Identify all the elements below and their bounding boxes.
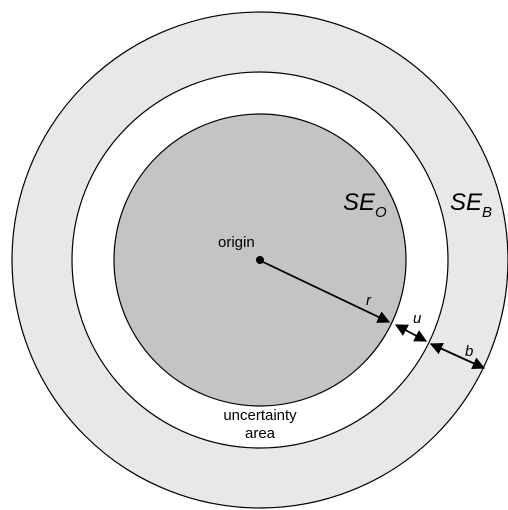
se-b-base: SE bbox=[450, 189, 483, 216]
uncertainty-area-label-line2: area bbox=[245, 425, 276, 442]
boundary-b-arrow bbox=[429, 342, 486, 370]
r-label: r bbox=[366, 292, 372, 309]
se-o-label: SEO bbox=[343, 189, 387, 221]
u-label: u bbox=[413, 310, 422, 327]
se-b-label: SEB bbox=[450, 189, 492, 221]
se-b-subscript: B bbox=[482, 204, 492, 221]
origin-label: origin bbox=[218, 234, 255, 251]
se-o-subscript: O bbox=[375, 204, 387, 221]
se-o-base: SE bbox=[343, 189, 376, 216]
uncertainty-area-label-line1: uncertainty bbox=[223, 407, 297, 424]
radius-r-arrow bbox=[260, 260, 391, 323]
b-label: b bbox=[465, 343, 473, 360]
uncertainty-u-arrow bbox=[394, 324, 428, 342]
